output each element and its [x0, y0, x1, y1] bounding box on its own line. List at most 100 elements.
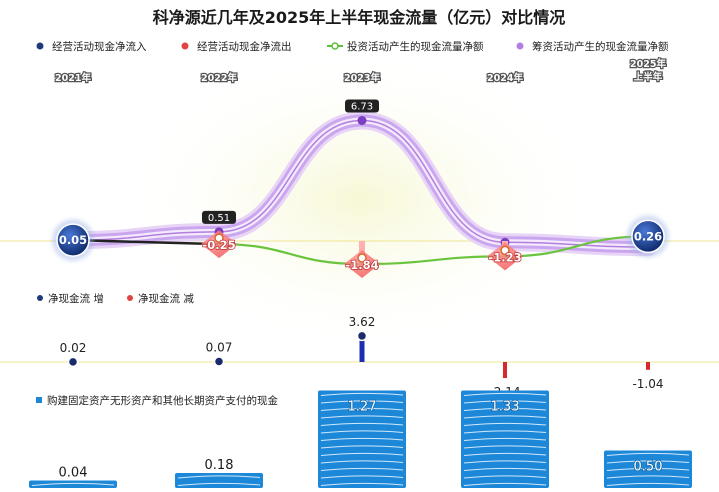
legend-top: 经营活动现金净流入经营活动现金净流出投资活动产生的现金流量净额筹资活动产生的现金…: [36, 40, 669, 53]
net-bar: [359, 335, 365, 362]
year-label-line: 2025年: [630, 58, 666, 70]
net-cashflow-mark: 0.02: [60, 341, 87, 368]
capex-coil: [606, 460, 690, 464]
bubble: [631, 219, 665, 254]
net-cashflow-mark: 3.62: [349, 315, 375, 362]
net-cashflow-mark: 0.07: [206, 340, 233, 367]
capex-bar: 1.33: [461, 390, 549, 488]
value-label: 0.05: [59, 233, 87, 247]
value-label: 0.26: [634, 229, 662, 243]
capex-coil: [320, 430, 404, 434]
capex-coil: [320, 422, 404, 426]
capex-value-label: 1.27: [348, 400, 377, 415]
capex-coil: [320, 392, 404, 396]
outflow-diamond: [201, 230, 237, 259]
capex-series: 0.04 0.18 1.27 1.33 0.50: [29, 390, 692, 488]
financing-series: 0.51 6.73: [64, 99, 657, 257]
bubble: [56, 223, 90, 257]
outflow-point: [500, 245, 510, 256]
legend-swatch-marker: [331, 42, 339, 50]
financing-point: [357, 116, 367, 126]
capex-coil: [606, 482, 690, 486]
legend-capex: 购建固定资产无形资产和其他长期资产支付的现金: [36, 394, 278, 407]
capex-value-label: 0.50: [634, 460, 663, 475]
year-label: 2024年: [487, 72, 523, 84]
legend-label: 净现金流 增: [48, 292, 104, 305]
investing-line: [218, 235, 649, 266]
legend-label: 经营活动现金净流入: [52, 40, 147, 53]
legend-swatch: [37, 295, 43, 301]
outflow-marker: -1.84: [344, 241, 380, 278]
legend-swatch-marker: [36, 42, 44, 50]
capex-coil: [463, 430, 547, 434]
capex-bar: 0.18: [175, 458, 263, 488]
capex-bar-body: [29, 480, 117, 488]
capex-coil: [463, 422, 547, 426]
capex-coil: [606, 467, 690, 471]
capex-coil: [463, 452, 547, 456]
capex-coil: [606, 452, 690, 456]
capex-bar-body: [461, 390, 549, 488]
capex-coil: [320, 407, 404, 411]
net-value-label: 0.02: [60, 341, 87, 355]
inflow-bubble: 0.26: [627, 215, 669, 258]
capex-bar-body: [318, 390, 406, 488]
net-bar: [646, 362, 650, 370]
capex-coil: [463, 482, 547, 486]
label-bg: [345, 99, 379, 113]
year-labels: 2021年 2022年 2023年 2024年 2025年上半年: [54, 57, 668, 86]
value-label: -1.84: [345, 258, 378, 272]
capex-bar: 0.04: [29, 466, 117, 488]
label-bg: [202, 210, 236, 224]
financing-value-label: 0.51: [202, 210, 236, 224]
label-text: 6.73: [351, 102, 373, 113]
capex-coil: [320, 437, 404, 441]
net-value-label: -1.04: [632, 377, 663, 391]
year-label: 2021年: [55, 72, 91, 84]
net-cashflow-series: 0.020.073.62-2.14-1.04: [60, 315, 664, 399]
capex-bar: 0.50: [604, 450, 692, 488]
capex-coil: [320, 400, 404, 404]
legend-label: 投资活动产生的现金流量净额: [347, 40, 484, 53]
capex-value-label: 1.33: [491, 400, 520, 415]
capex-coil: [320, 460, 404, 464]
operating-series: 0.05 -0.25 -1.84 -1.23 0.26: [52, 215, 669, 278]
legend-swatch-marker: [181, 42, 189, 50]
capex-coil: [177, 475, 261, 479]
net-cashflow-mark: -1.04: [632, 362, 664, 391]
outflow-marker: -1.23: [487, 241, 523, 271]
legend-swatch: [127, 295, 133, 301]
capex-coil: [463, 392, 547, 396]
capex-coil: [463, 407, 547, 411]
outflow-point: [214, 233, 224, 243]
capex-coil: [320, 452, 404, 456]
capex-coil: [463, 467, 547, 471]
label-text: 0.51: [208, 213, 230, 224]
capex-value-label: 0.18: [205, 458, 234, 473]
outflow-diamond: [487, 242, 523, 271]
year-label: 2022年: [201, 72, 237, 84]
value-label: -0.25: [202, 238, 235, 252]
financing-value-label: 6.73: [345, 99, 379, 113]
outflow-diamond: [344, 250, 380, 278]
capex-coil: [320, 467, 404, 471]
capex-bar-body: [604, 450, 692, 488]
capex-coil: [177, 482, 261, 486]
outflow-point: [357, 253, 367, 263]
capex-value-label: 0.04: [59, 466, 88, 481]
capex-coil: [320, 482, 404, 486]
year-label: 2023年: [344, 72, 380, 84]
legend-swatch-marker: [516, 42, 524, 50]
net-point: [67, 356, 79, 368]
net-value-label: 0.07: [206, 340, 233, 354]
capex-coil: [606, 475, 690, 479]
inflow-bubble: 0.05: [52, 219, 94, 262]
legend-net-cashflow: 净现金流 增净现金流 减: [37, 292, 194, 305]
year-label-line: 上半年: [634, 71, 663, 83]
legend-label: 筹资活动产生的现金流量净额: [532, 40, 669, 53]
capex-coil: [320, 475, 404, 479]
capex-coil: [320, 415, 404, 419]
capex-coil: [463, 400, 547, 404]
legend-label: 购建固定资产无形资产和其他长期资产支付的现金: [47, 394, 278, 407]
